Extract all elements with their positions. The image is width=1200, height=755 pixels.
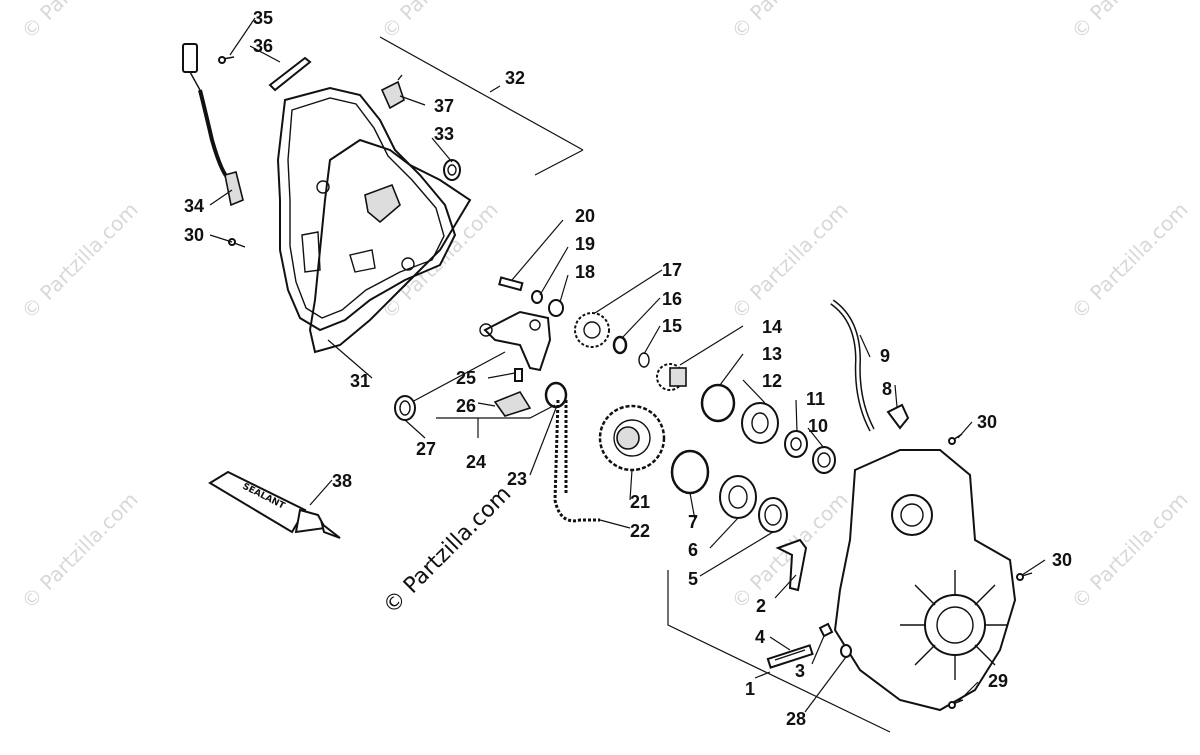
callout-c15: 15	[662, 316, 682, 336]
callout-c35: 35	[253, 8, 273, 28]
callout-c3: 3	[795, 661, 805, 681]
callout-c19: 19	[575, 234, 595, 254]
callout-c17: 17	[662, 260, 682, 280]
callout-c14: 14	[762, 317, 782, 337]
screw-35	[218, 56, 235, 64]
bearing-11	[784, 430, 808, 458]
callout-c7: 7	[688, 512, 698, 532]
vent-hose-9	[830, 299, 875, 432]
bolt-4	[766, 644, 814, 669]
callout-c25: 25	[456, 368, 476, 388]
callout-c23: 23	[507, 469, 527, 489]
sprocket-17	[574, 312, 610, 348]
dipstick-37	[380, 74, 405, 110]
callout-c12: 12	[762, 371, 782, 391]
callout-c38: 38	[332, 471, 352, 491]
callout-c31: 31	[350, 371, 370, 391]
o-ring-7	[670, 449, 710, 495]
callout-c34: 34	[184, 196, 204, 216]
washer-28	[840, 644, 852, 658]
chain-22	[553, 399, 600, 523]
watermark: © Partzilla.com	[1067, 0, 1193, 44]
callout-c24: 24	[466, 452, 486, 472]
callout-c32: 32	[505, 68, 525, 88]
nut-3	[818, 622, 834, 638]
bracket-group-32	[379, 36, 584, 176]
callout-c5: 5	[688, 569, 698, 589]
callout-c18: 18	[575, 262, 595, 282]
callout-c20: 20	[575, 206, 595, 226]
plug-36	[268, 56, 312, 92]
snap-ring-23	[544, 381, 568, 409]
o-ring-13	[700, 383, 736, 423]
callout-c10: 10	[808, 416, 828, 436]
bolt-20	[498, 276, 524, 292]
seal-33	[443, 159, 461, 181]
tensioner-arm	[479, 310, 552, 372]
callout-c30a: 30	[977, 412, 997, 432]
washer-19	[531, 290, 543, 304]
bracket-group-24	[409, 351, 556, 438]
chaincase-cover	[276, 86, 457, 332]
callout-c4: 4	[755, 627, 765, 647]
callout-c22: 22	[630, 521, 650, 541]
watermark: © Partzilla.com	[1067, 487, 1193, 613]
callout-c1: 1	[745, 679, 755, 699]
screw-30-right	[1016, 572, 1033, 581]
callout-labels: 1234567891011121314151617181920212223242…	[184, 8, 1072, 729]
seal-5	[758, 497, 788, 533]
callout-c26: 26	[456, 396, 476, 416]
watermark: © Partzilla.com	[1067, 197, 1193, 323]
speed-sensor-harness	[182, 43, 244, 207]
vent-fitting-8	[886, 403, 910, 430]
callout-c37: 37	[434, 96, 454, 116]
gear-14	[656, 363, 687, 391]
watermark: © Partzilla.com	[17, 487, 143, 613]
sprocket-21	[598, 404, 666, 472]
bearing-12	[741, 402, 779, 444]
washer-18	[548, 299, 564, 317]
ring-16	[612, 335, 628, 355]
callout-c9: 9	[880, 346, 890, 366]
bearing-6	[719, 475, 757, 519]
callout-c2: 2	[756, 596, 766, 616]
spring-27	[394, 395, 416, 421]
main-watermark: © Partzilla.com	[379, 482, 517, 620]
callout-c21: 21	[630, 492, 650, 512]
callout-c36: 36	[253, 36, 273, 56]
pin-25	[514, 368, 523, 382]
chaincase-housing	[833, 449, 1017, 712]
washer-15	[638, 352, 650, 368]
callout-c27: 27	[416, 439, 436, 459]
sealant-tube-38: SEALANT	[208, 470, 341, 539]
callout-c28: 28	[786, 709, 806, 729]
callout-c11: 11	[806, 389, 825, 409]
screw-30-left	[228, 238, 246, 248]
screw-30-mid	[948, 433, 963, 445]
callout-c30b: 30	[1052, 550, 1072, 570]
cover-gasket	[308, 138, 472, 354]
callout-c29: 29	[988, 671, 1008, 691]
watermark: © Partzilla.com	[727, 0, 853, 44]
leader-lines	[209, 17, 1046, 713]
callout-c6: 6	[688, 540, 698, 560]
callout-c30c: 30	[184, 225, 204, 245]
watermark: © Partzilla.com	[377, 0, 503, 44]
pad-26	[493, 391, 532, 417]
callout-c8: 8	[882, 379, 892, 399]
seal-10	[812, 446, 836, 474]
callout-c33: 33	[434, 124, 454, 144]
bracket-2	[775, 538, 808, 592]
watermark: © Partzilla.com	[17, 0, 143, 44]
housing-fins	[900, 570, 1008, 680]
callout-c13: 13	[762, 344, 782, 364]
watermark: © Partzilla.com	[17, 197, 143, 323]
callout-c16: 16	[662, 289, 682, 309]
